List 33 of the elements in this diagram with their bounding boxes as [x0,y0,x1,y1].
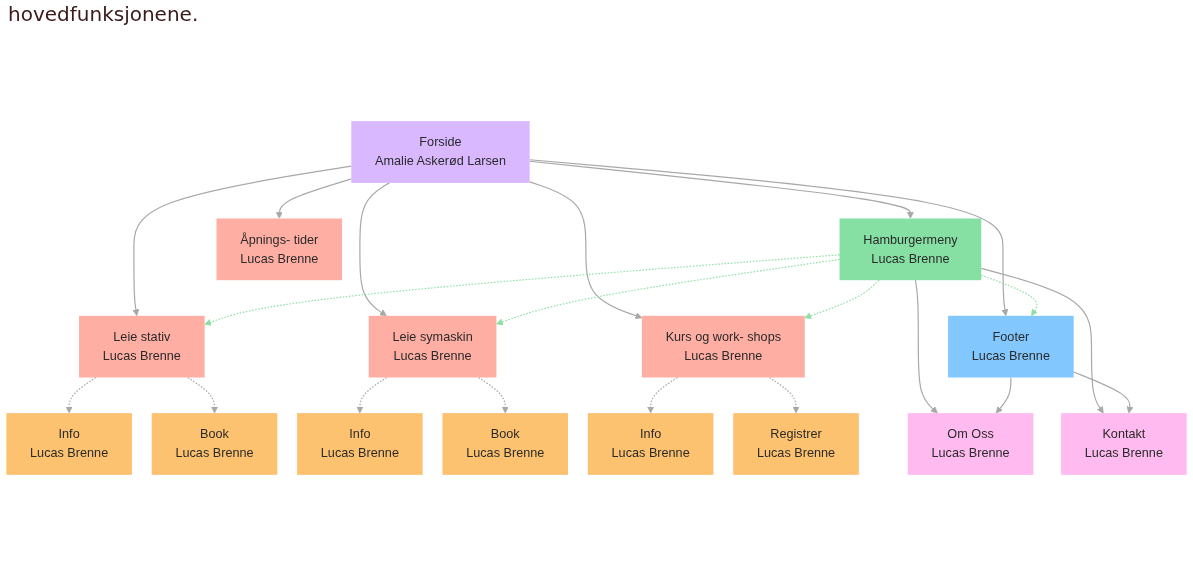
arrow [359,182,390,317]
arrow [275,178,352,219]
arrow [1073,371,1134,414]
node-box: Info Lucas Brenne [6,413,132,475]
arrow [647,376,678,414]
node-box: Book Lucas Brenne [151,413,278,475]
arrow [356,376,388,414]
node-box: Leie symaskin Lucas Brenne [368,315,497,378]
node-box: Hamburgermeny Lucas Brenne [839,218,982,281]
arrow [804,279,880,319]
node-box: Åpnings- tider Lucas Brenne [216,218,343,281]
node-box: Om Oss Lucas Brenne [907,413,1034,475]
arrow [187,376,218,414]
node-box: Kontakt Lucas Brenne [1061,413,1187,475]
node-box: Leie stativ Lucas Brenne [79,315,205,378]
arrow [65,376,97,414]
arrow [529,159,1009,317]
arrow [132,165,352,317]
arrow [529,160,914,219]
arrow [995,376,1012,414]
node-box: Registrer Lucas Brenne [733,413,859,475]
node-box: Info Lucas Brenne [297,413,423,475]
arrow [914,279,938,414]
arrow [980,267,1104,414]
node-box: Info Lucas Brenne [587,413,714,475]
node-box: Book Lucas Brenne [442,413,569,475]
node-box: Footer Lucas Brenne [948,315,1074,378]
node-box: Forside Amalie Askerød Larsen [351,121,530,183]
note-text: hovedfunksjonene. [8,2,199,26]
arrow [478,376,509,414]
node-box: Kurs og work- shops Lucas Brenne [641,315,805,378]
arrow [529,181,643,319]
arrow [768,376,800,414]
